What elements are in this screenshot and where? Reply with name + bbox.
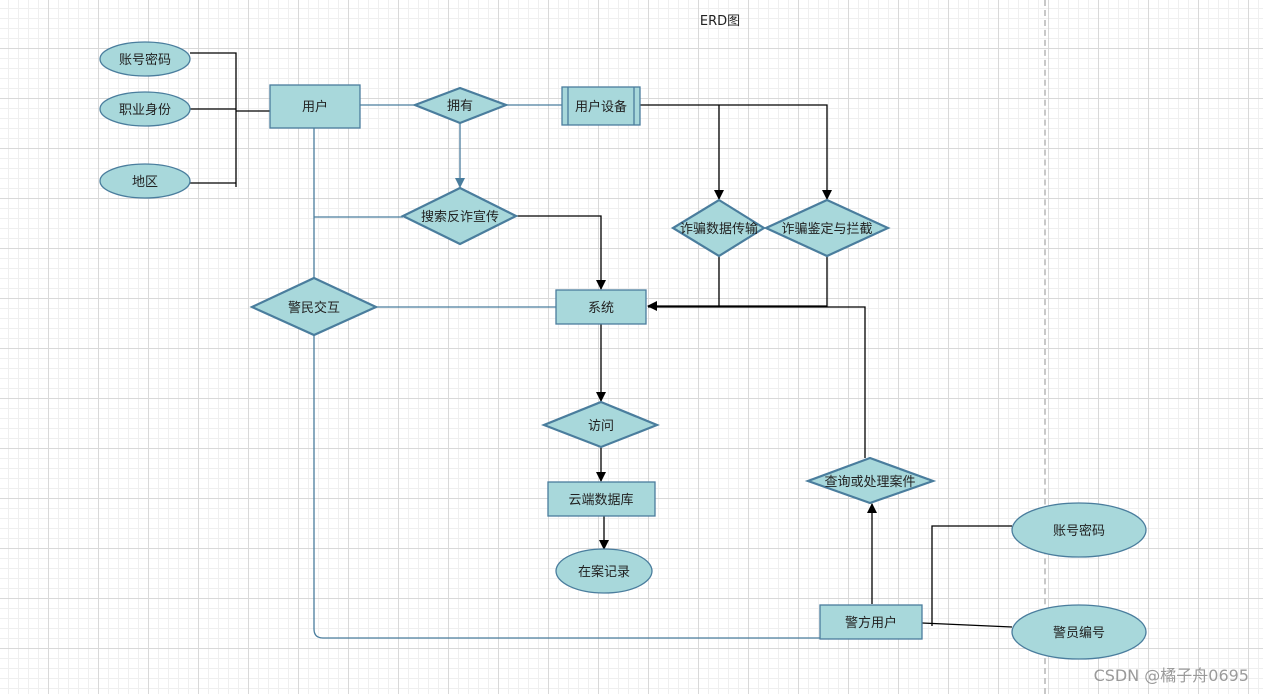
edge-query-to-system [648,306,866,458]
attribute-region[interactable]: 地区 [99,163,191,199]
relationship-fraud-data-transfer[interactable]: 诈骗数据传输 [670,198,767,258]
attribute-occupation-label: 职业身份 [119,102,171,118]
attribute-police-id[interactable]: 警员编号 [1011,604,1147,660]
attribute-case-record[interactable]: 在案记录 [555,548,653,594]
attribute-account-password-police[interactable]: 账号密码 [1011,502,1147,558]
attribute-account-password-label: 账号密码 [119,52,171,68]
entity-police-user[interactable]: 警方用户 [819,604,923,640]
edge-search-to-system [516,215,606,290]
edge-account2-to-police-user [931,525,1012,626]
relationship-search-anti-fraud-label: 搜索反诈宣传 [421,209,499,225]
relationship-police-interaction-label: 警民交互 [288,300,340,316]
relationship-fraud-detect-block[interactable]: 诈骗鉴定与拦截 [763,198,891,258]
entity-cloud-db-label: 云端数据库 [568,492,633,508]
edge-device-to-fraud [640,104,832,200]
attribute-case-record-label: 在案记录 [578,565,630,580]
attribute-account-password[interactable]: 账号密码 [99,41,191,77]
relationship-access-label: 访问 [588,419,614,434]
entity-police-user-label: 警方用户 [845,615,897,631]
relationship-search-anti-fraud[interactable]: 搜索反诈宣传 [400,186,519,246]
relationship-police-interaction[interactable]: 警民交互 [249,276,379,337]
relationship-access[interactable]: 访问 [541,400,660,449]
diagram-title: ERD图 [699,14,741,29]
entity-system[interactable]: 系统 [555,289,647,325]
edge-detect-to-system [647,256,828,311]
entity-user-device[interactable]: 用户设备 [561,86,641,126]
entity-user-device-label: 用户设备 [575,99,627,115]
attribute-police-id-label: 警员编号 [1053,625,1105,641]
watermark: CSDN @橘子舟0695 [1093,666,1249,685]
entity-user-label: 用户 [302,99,328,115]
relationship-own-label: 拥有 [447,99,473,114]
attribute-region-label: 地区 [132,175,158,190]
entity-user[interactable]: 用户 [269,84,361,129]
edge-account-to-user [190,52,237,187]
relationship-own[interactable]: 拥有 [411,86,510,125]
relationship-fraud-data-transfer-label: 诈骗数据传输 [680,221,758,237]
attribute-occupation[interactable]: 职业身份 [99,91,191,127]
relationship-query-handle-case[interactable]: 查询或处理案件 [804,456,937,505]
entity-system-label: 系统 [588,301,614,316]
relationship-query-handle-case-label: 查询或处理案件 [824,475,915,490]
attribute-account-password-police-label: 账号密码 [1053,523,1105,539]
edge-policeid-to-police-user [921,622,1013,628]
edge-interact-to-police-user [313,335,820,639]
entity-cloud-db[interactable]: 云端数据库 [547,481,656,517]
page-break-line [1044,0,1046,694]
relationship-fraud-detect-block-label: 诈骗鉴定与拦截 [781,222,872,237]
